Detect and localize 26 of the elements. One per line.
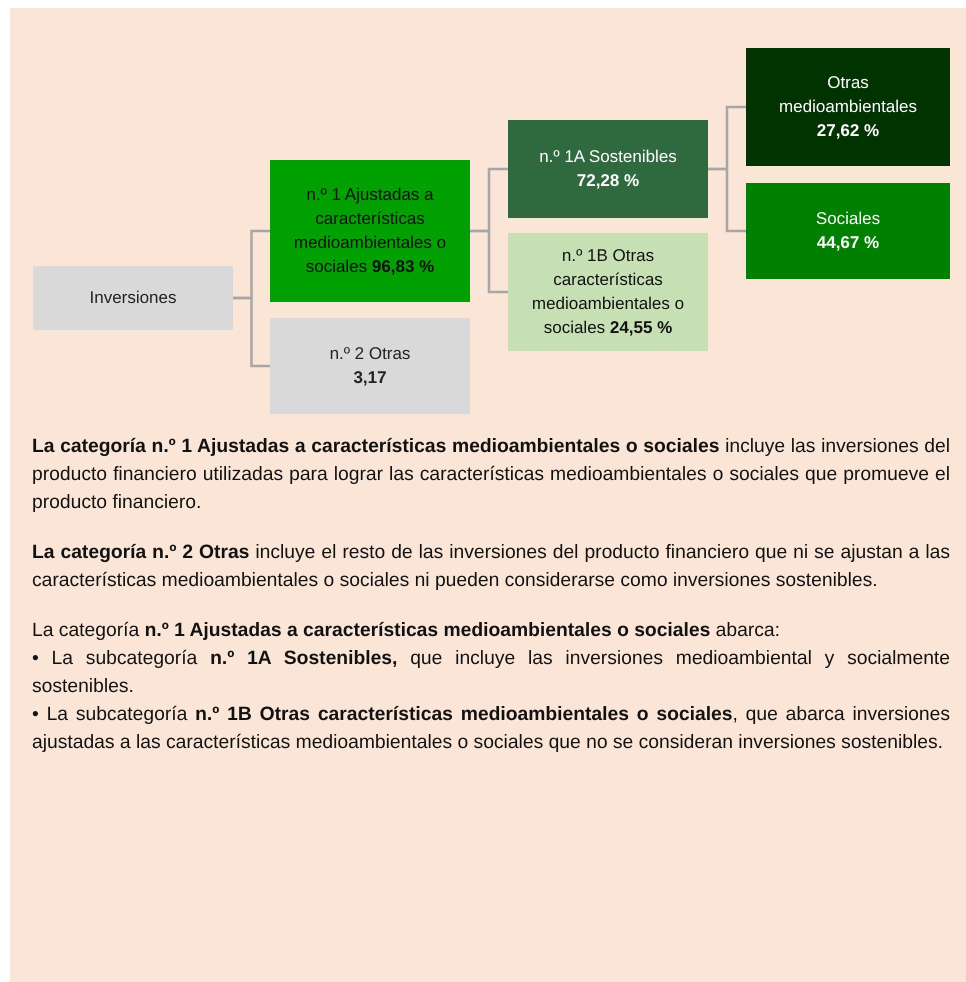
box-label: 72,28 %	[576, 170, 640, 192]
connector-line	[470, 230, 508, 294]
box-label: 44,67 %	[816, 232, 880, 254]
category-box	[746, 48, 950, 166]
box-label: 3,17	[353, 367, 387, 389]
description-text: La categoría n.º 2 Otras incluye el resto de las inversiones del producto financiero que ni se ajustan a las características medioambientales o sociales ni pueden considerarse como inversiones sostenibles.	[32, 540, 950, 593]
description-text: La categoría n.º 1 Ajustadas a características medioambientales o sociales abarca:	[32, 618, 781, 643]
box-label: n.º 1B Otras características medioambientales o sociales 24,55 %	[530, 245, 686, 339]
description-text: • La subcategoría n.º 1B Otras características medioambientales o sociales, que abarca inversiones ajustadas a las características medioambientales o sociales que no se consideran inversiones sostenibles.	[32, 702, 950, 755]
box-label: 27,62 %	[816, 120, 880, 142]
box-label: Otras medioambientales	[778, 72, 918, 118]
category-box	[508, 120, 708, 218]
description-text: • La subcategoría n.º 1A Sostenibles, que incluye las inversiones medioambiental y socialmente sostenibles.	[32, 646, 950, 699]
connector-line	[233, 296, 270, 368]
category-box	[270, 318, 470, 414]
description-text: La categoría n.º 1 Ajustadas a características medioambientales o sociales incluye las inversiones del producto financiero utilizadas para lograr las características medioambientales o sociales que promueve el producto financiero.	[32, 435, 950, 515]
category-box	[270, 160, 470, 302]
category-box	[508, 233, 708, 351]
box-label: Inversiones	[90, 287, 176, 310]
category-box	[746, 183, 950, 279]
box-label: Sociales	[816, 208, 880, 230]
connector-line	[708, 168, 746, 232]
box-label: n.º 1A Sostenibles	[539, 146, 677, 168]
category-box	[33, 266, 233, 330]
box-label: n.º 1 Ajustadas a características medioambientales o sociales 96,83 %	[292, 184, 448, 278]
box-label: n.º 2 Otras	[330, 343, 410, 366]
